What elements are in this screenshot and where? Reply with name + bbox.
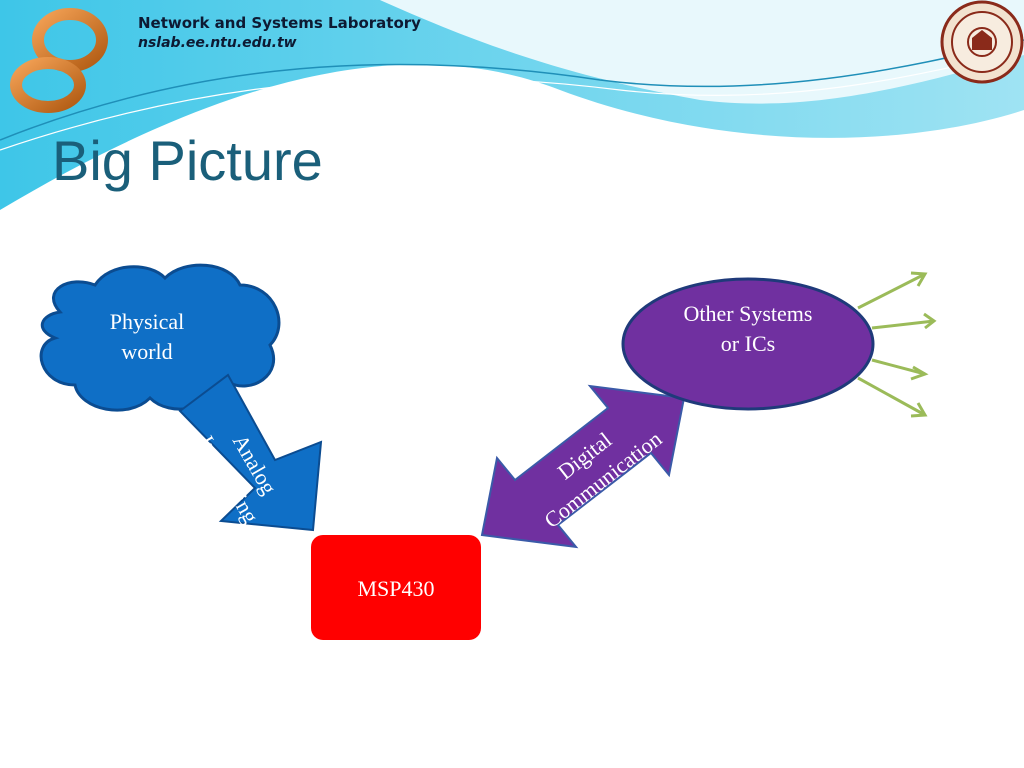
output-arrow-2 — [871, 312, 937, 330]
other-systems-label: Other Systems or ICs — [683, 301, 813, 356]
other-systems-ellipse — [621, 277, 875, 411]
output-arrow-4 — [857, 376, 928, 418]
slide-title: Big Picture — [52, 129, 323, 192]
output-arrows — [857, 271, 937, 418]
physical-world-cloud — [39, 263, 281, 412]
physical-world-label: Physical world — [109, 309, 185, 364]
header-wave-decoration — [0, 0, 1024, 210]
msp430-label: MSP430 — [357, 576, 435, 601]
output-arrow-1 — [857, 271, 928, 310]
lab-url: nslab.ee.ntu.edu.tw — [138, 35, 297, 51]
analog-interfacing-arrow — [178, 373, 323, 532]
university-seal-icon — [940, 0, 1024, 84]
lab-name: Network and Systems Laboratory — [138, 14, 421, 32]
output-arrow-3 — [871, 358, 929, 381]
infinity-logo-icon — [10, 8, 108, 113]
msp430-box — [311, 535, 481, 640]
